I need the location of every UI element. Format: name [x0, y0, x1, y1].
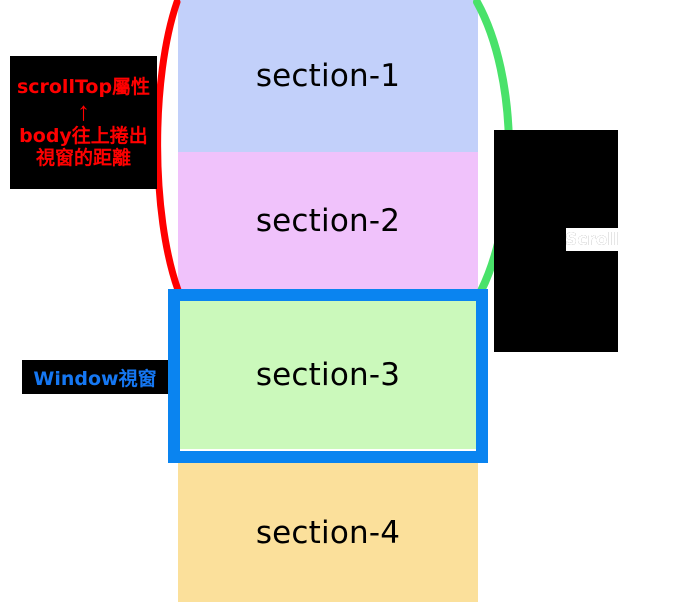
section-block-2: section-2 [178, 152, 478, 289]
up-arrow-icon: ↑ [77, 96, 90, 126]
section-block-4: section-4 [178, 463, 478, 602]
left-red-curve [154, 0, 182, 294]
scrolltop-line-3: 視窗的距離 [35, 147, 131, 169]
scrollheight-label-inner: Scroll [566, 228, 618, 251]
scrolltop-line-2: body往上捲出 [19, 125, 148, 147]
window-viewport-label: Window視窗 [33, 367, 157, 390]
section-label-2: section-2 [255, 202, 401, 239]
window-viewport-annotation: Window視窗 [22, 360, 168, 394]
section-label-1: section-1 [255, 58, 401, 94]
scrollheight-label-strip: Scroll [566, 228, 660, 251]
section-label-4: section-4 [255, 514, 401, 551]
scrolltop-line-1: scrollTop屬性 [16, 76, 151, 98]
scrolltop-annotation: scrollTop屬性 ↑ body往上捲出 視窗的距離 [10, 56, 157, 189]
section-block-3: section-3 [178, 300, 478, 449]
scrollheight-label-outer: Scroll [566, 229, 620, 250]
section-label-3: section-3 [255, 356, 401, 393]
scrollheight-label-inner-text: Scroll [566, 229, 618, 250]
section-block-1: section-1 [178, 0, 478, 152]
